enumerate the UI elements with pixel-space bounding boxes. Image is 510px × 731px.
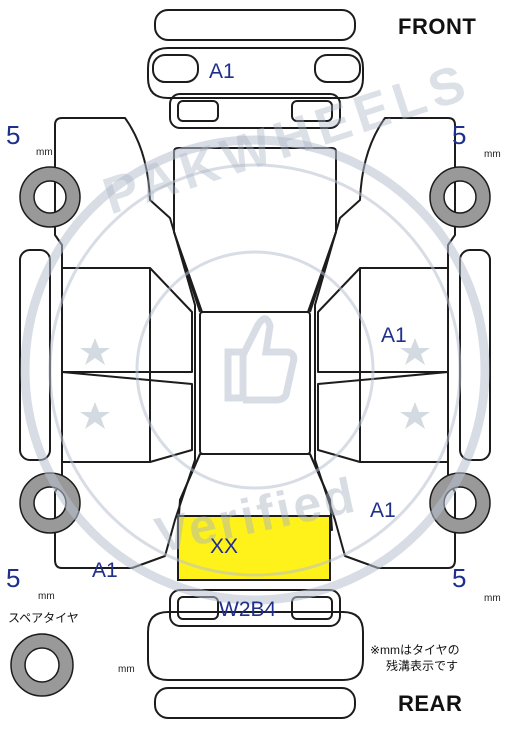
tread-rear-right: 5	[452, 563, 467, 593]
mark-front-bumper: A1	[209, 60, 235, 83]
left-front-door	[61, 267, 193, 373]
tread-rear-left: 5	[6, 563, 21, 593]
rear-label: REAR	[398, 691, 463, 716]
front-lamp-left	[177, 100, 219, 122]
rear-bumper	[147, 611, 364, 681]
tread-front-right-unit: mm	[484, 149, 501, 160]
rear-panel	[169, 589, 341, 627]
mark-right-rear-quarter: A1	[370, 499, 396, 522]
note-line-1: ※mmはタイヤの	[370, 643, 460, 657]
spare-tire-label: スペアタイヤ	[8, 611, 79, 625]
right-front-door	[317, 267, 449, 373]
tire-front-left	[20, 167, 80, 227]
tire-spare	[11, 634, 73, 696]
headlight-left	[152, 54, 199, 83]
tread-rear-left-unit: mm	[38, 591, 55, 602]
thumbs-up-icon	[224, 315, 298, 404]
tread-front-right: 5	[452, 120, 467, 150]
left-rear-door	[61, 371, 193, 463]
tread-front-left-unit: mm	[36, 147, 53, 158]
right-rear-door	[317, 371, 449, 463]
front-bumper	[147, 47, 364, 99]
tread-rear-right-unit: mm	[484, 593, 501, 604]
front-panel	[169, 93, 341, 129]
tire-front-right	[430, 167, 490, 227]
mark-rear-bumper: W2B4	[219, 598, 277, 621]
spare-tire-unit: mm	[118, 664, 135, 675]
tread-front-left: 5	[6, 120, 21, 150]
front-label: FRONT	[398, 14, 477, 39]
note-line-2: 残溝表示です	[386, 659, 459, 673]
watermark-seal	[20, 135, 490, 605]
front-grille	[154, 9, 356, 41]
front-lamp-right	[291, 100, 333, 122]
mark-left-rear-quarter: A1	[92, 559, 118, 582]
headlight-right	[314, 54, 361, 83]
mark-trunk: XX	[210, 535, 239, 558]
watermark-stars	[80, 338, 430, 429]
mark-right-front-fender: A1	[381, 324, 407, 347]
rear-valance	[154, 687, 356, 719]
